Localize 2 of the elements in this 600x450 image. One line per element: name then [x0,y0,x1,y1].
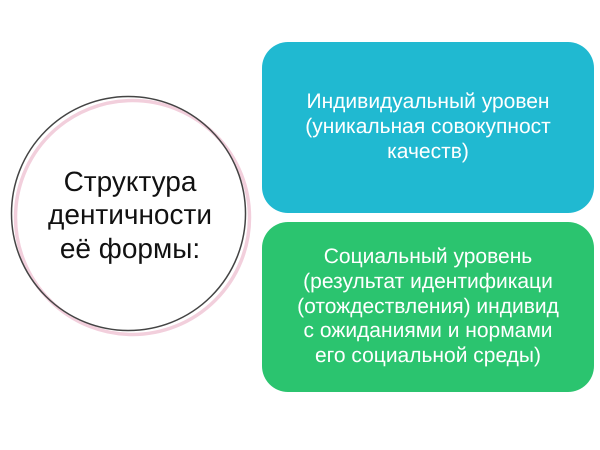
rounded-box: Социальный уровень (результат идентификаци (отождествления) индивид с ожиданиями и нормами его социальной среды) [262,222,594,392]
rounded-box: Индивидуальный уровен (уникальная совокупност качеств) [262,42,594,213]
